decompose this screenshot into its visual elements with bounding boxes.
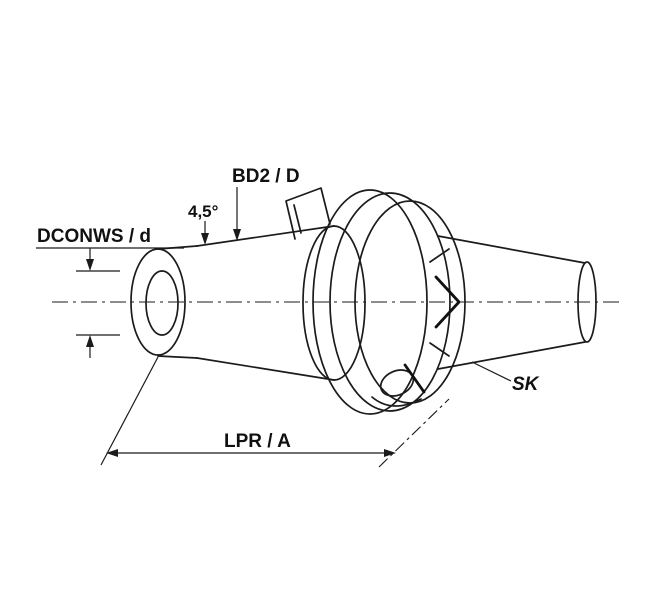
label-dconws-d: DCONWS / d [37, 226, 151, 247]
drive-slot-edge-bold [403, 363, 426, 394]
taper-body [196, 225, 366, 381]
bd2-arrowhead-down [233, 229, 241, 241]
dconws-arrowhead-down [86, 259, 94, 271]
angle-arrowhead-down [201, 233, 209, 245]
drive-slot-bottom-arc [371, 396, 422, 407]
top-notch-inner-line [293, 204, 302, 234]
dimension-dconws-d: DCONWS / d [36, 226, 184, 358]
label-taper-angle: 4,5° [188, 202, 219, 221]
groove-lower-edge [429, 342, 450, 357]
dconws-arrowhead-up [86, 335, 94, 347]
dimension-bd2-d: BD2 / D [232, 166, 300, 241]
dimension-lpr-a: LPR / A [100, 356, 450, 468]
sk-leader-line [471, 361, 512, 382]
sk-end-face-ellipse [577, 261, 597, 343]
sk-taper-bottom-line [437, 341, 586, 370]
label-lpr-a: LPR / A [224, 431, 291, 452]
v-groove [434, 275, 461, 329]
top-notch-outline [285, 187, 331, 240]
lpr-extension-left-diagonal [100, 356, 159, 466]
lpr-arrowhead-left [106, 449, 118, 457]
taper-bottom-line [196, 357, 335, 381]
groove-upper-edge [429, 248, 450, 263]
flange-front-rim-ellipse [312, 189, 428, 415]
lpr-arrowhead-right [384, 449, 396, 457]
dimension-taper-angle: 4,5° [188, 202, 219, 245]
drive-slot-ellipse [379, 369, 415, 397]
label-bd2-d: BD2 / D [232, 166, 300, 187]
taper-large-end-ellipse [302, 225, 366, 381]
label-sk: SK [512, 374, 540, 395]
sk-taper-top-line [437, 235, 586, 264]
cylinder-bottom-line [157, 355, 198, 359]
callout-sk: SK [471, 361, 540, 395]
gripper-flange [285, 187, 466, 415]
taper-top-line [196, 225, 335, 247]
flange-groove-ellipse [329, 192, 451, 412]
lpr-gauge-line-dashdot [378, 398, 450, 468]
sk-taper-shank [437, 235, 597, 370]
bore-ellipse [145, 270, 179, 336]
